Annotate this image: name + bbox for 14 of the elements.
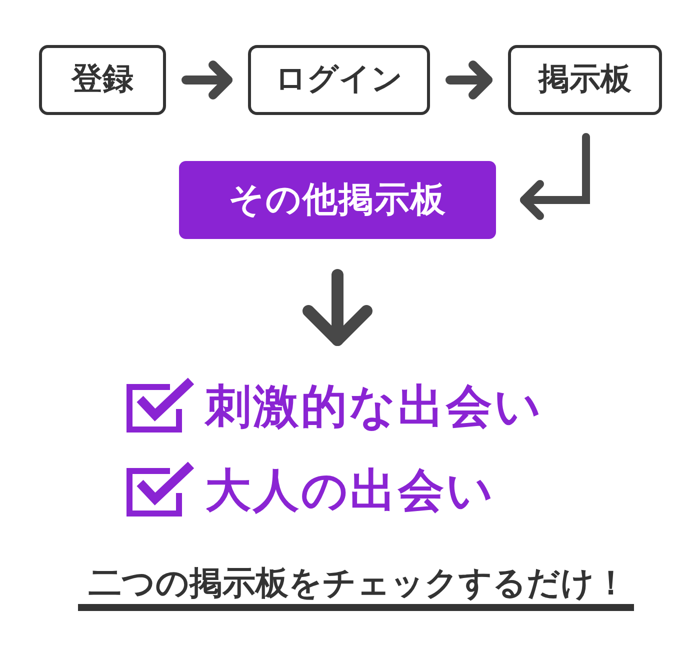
step-label: ログイン <box>275 62 403 98</box>
arrow <box>446 60 492 100</box>
checklist-text: 刺激的な出会い <box>205 380 543 432</box>
step-box <box>508 45 662 115</box>
highlight-label: その他掲示板 <box>228 180 446 220</box>
step-label: 登録 <box>72 62 134 98</box>
step-box <box>39 45 166 115</box>
step-box <box>248 45 430 115</box>
arrow <box>520 133 590 220</box>
arrow <box>182 60 232 100</box>
checklist-text: 大人の出会い <box>205 464 495 516</box>
step-label: 掲示板 <box>538 62 632 98</box>
highlight-box <box>179 161 496 239</box>
footer-note: 二つの掲示板をチェックするだけ！ <box>88 563 628 603</box>
